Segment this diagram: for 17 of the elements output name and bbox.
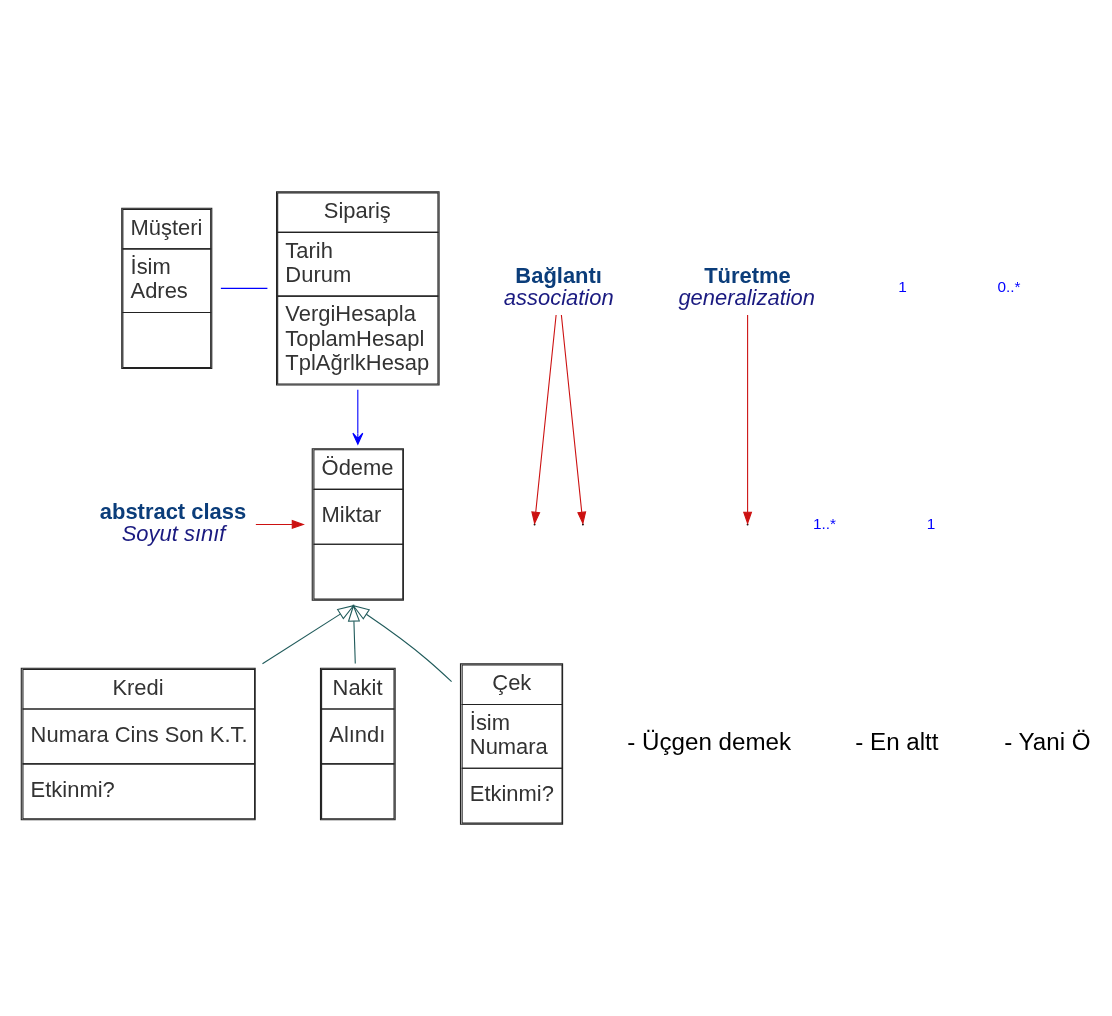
label: 1..* bbox=[812, 514, 836, 532]
label: - En altt bbox=[855, 728, 939, 756]
node-text: Türetme generalization bbox=[678, 262, 816, 310]
label: 0..* bbox=[997, 278, 1021, 296]
label: - Yani Ö bbox=[1004, 728, 1091, 756]
label: 1 bbox=[898, 278, 907, 296]
arrow bbox=[352, 604, 453, 683]
node-text: Bağlantı association bbox=[503, 262, 614, 310]
label: - Üçgen demek bbox=[627, 728, 792, 756]
arrow bbox=[261, 604, 355, 665]
node-text: abstract class Soyut sınıf bbox=[99, 498, 247, 546]
arrow bbox=[560, 314, 587, 525]
arrow bbox=[352, 389, 364, 445]
arrow bbox=[347, 604, 361, 665]
label: 1 bbox=[926, 514, 936, 532]
arrow bbox=[255, 519, 305, 530]
connector bbox=[220, 287, 268, 289]
